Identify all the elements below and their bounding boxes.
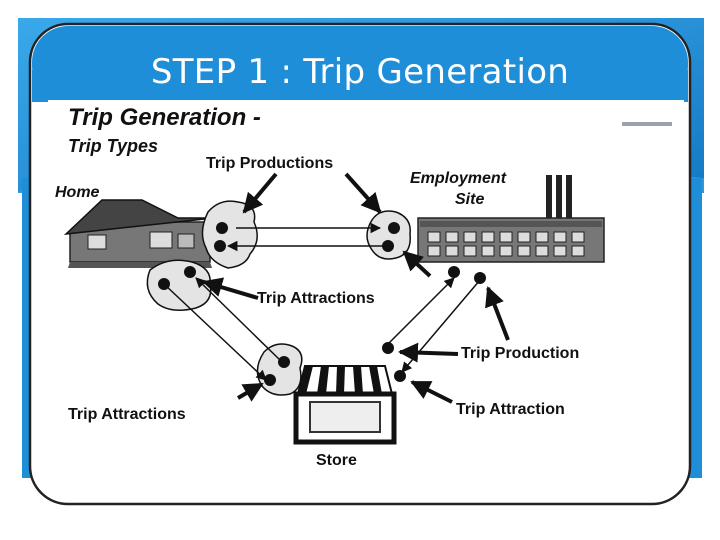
label-store: Store — [316, 452, 357, 469]
figure-heading: Trip Generation - — [68, 104, 261, 131]
label-trip-attraction: Trip Attraction — [456, 401, 565, 418]
figure-subheading: Trip Types — [68, 136, 159, 156]
label-home: Home — [55, 184, 100, 201]
pointer-trip-attractions-store — [236, 382, 264, 402]
label-trip-attractions-left: Trip Attractions — [68, 406, 186, 423]
pointer-trip-productions-home — [242, 172, 278, 214]
label-trip-production: Trip Production — [461, 345, 580, 362]
label-employment: Employment — [410, 170, 507, 187]
pointer-trip-attractions-work — [402, 250, 432, 278]
pointer-trip-production-store — [398, 342, 459, 363]
home-production-blob — [201, 200, 258, 269]
label-trip-attractions-center: Trip Attractions — [257, 290, 375, 307]
slide-title: STEP 1 : Trip Generation — [150, 52, 570, 92]
flow-home-to-store — [163, 283, 267, 381]
factory-icon — [417, 175, 605, 263]
label-site: Site — [455, 191, 485, 208]
home-attraction-blob — [146, 259, 212, 311]
pointer-trip-productions-work — [344, 172, 382, 214]
flow-store-to-work — [383, 277, 455, 349]
label-trip-productions: Trip Productions — [206, 155, 334, 172]
trip-nodes — [158, 222, 486, 386]
pointer-trip-production-work — [485, 286, 510, 341]
pointer-trip-attractions-home — [202, 277, 259, 300]
store-attraction-blob — [256, 343, 303, 396]
store-icon — [293, 365, 397, 445]
home-house-icon — [63, 199, 215, 268]
decor-bar — [622, 122, 672, 126]
pointer-trip-attraction-store — [410, 380, 453, 404]
